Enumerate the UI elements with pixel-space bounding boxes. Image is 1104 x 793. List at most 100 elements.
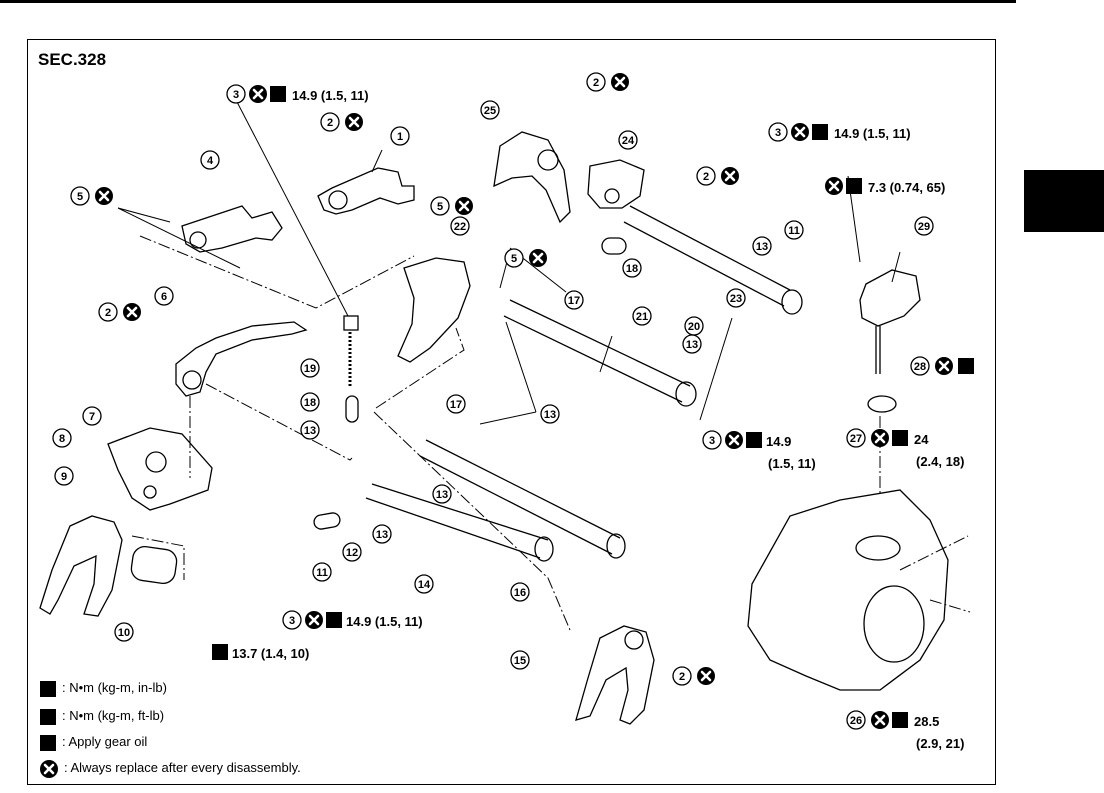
svg-text:15: 15 bbox=[514, 655, 526, 667]
part-14-shape bbox=[365, 483, 549, 559]
callout-21: 21 bbox=[632, 306, 652, 326]
callout-17a: 17 bbox=[564, 290, 584, 310]
section-title: SEC.328 bbox=[38, 50, 107, 69]
svg-text:13: 13 bbox=[436, 489, 448, 501]
replace-icon bbox=[869, 709, 891, 731]
torque-ftlb-icon bbox=[326, 612, 342, 628]
svg-text:14: 14 bbox=[418, 579, 431, 591]
torque-spec: (2.9, 21) bbox=[916, 736, 965, 751]
svg-text:17: 17 bbox=[450, 399, 462, 411]
callout-3a: 3 bbox=[226, 84, 246, 104]
svg-text:24: 24 bbox=[622, 135, 635, 147]
torque-ftlb-icon bbox=[746, 432, 762, 448]
callout-9: 9 bbox=[54, 466, 74, 486]
svg-text:18: 18 bbox=[626, 263, 638, 275]
callout-18b: 18 bbox=[300, 392, 320, 412]
replace-icon bbox=[609, 71, 631, 93]
legend-replace: : Always replace after every disassembly… bbox=[40, 760, 301, 778]
torque-icons bbox=[212, 86, 974, 728]
part-callouts: 1 4 5 5 5 2 2 2 2 2 3 3 3 3 6 7 8 9 10 1… bbox=[52, 72, 934, 730]
callout-20: 20 bbox=[684, 316, 704, 336]
part-15-shape bbox=[575, 625, 655, 725]
svg-text:7: 7 bbox=[89, 411, 95, 423]
replace-icon bbox=[453, 195, 475, 217]
torque-spec: 13.7 (1.4, 10) bbox=[232, 646, 310, 661]
callout-7: 7 bbox=[82, 406, 102, 426]
svg-text:20: 20 bbox=[688, 321, 700, 333]
callout-25: 25 bbox=[480, 100, 500, 120]
replace-icon bbox=[719, 165, 741, 187]
svg-text:13: 13 bbox=[756, 241, 768, 253]
callout-29: 29 bbox=[914, 216, 934, 236]
torque-ftlb-icon bbox=[270, 86, 286, 102]
callout-3c: 3 bbox=[702, 430, 722, 450]
replace-icon bbox=[121, 301, 143, 323]
replace-icon bbox=[343, 111, 365, 133]
torque-spec: (1.5, 11) bbox=[768, 456, 816, 471]
part-7-shape bbox=[107, 427, 213, 511]
part-9-shape bbox=[39, 515, 123, 617]
svg-text:2: 2 bbox=[327, 117, 333, 129]
callout-12: 12 bbox=[342, 542, 362, 562]
torque-spec: 24 bbox=[914, 432, 929, 447]
svg-text:23: 23 bbox=[730, 293, 742, 305]
svg-text:10: 10 bbox=[118, 627, 130, 639]
torque-spec: 14.9 bbox=[766, 434, 792, 449]
callout-2d: 2 bbox=[98, 302, 118, 322]
svg-text:3: 3 bbox=[709, 435, 715, 447]
svg-text:1: 1 bbox=[397, 131, 403, 143]
svg-text:11: 11 bbox=[788, 225, 800, 237]
part-6-shape bbox=[175, 321, 308, 397]
callout-22: 22 bbox=[450, 216, 470, 236]
svg-text:13: 13 bbox=[686, 339, 698, 351]
svg-text:8: 8 bbox=[59, 433, 65, 445]
callout-3b: 3 bbox=[768, 122, 788, 142]
part-21-shape bbox=[503, 299, 691, 403]
svg-text:28: 28 bbox=[914, 361, 926, 373]
torque-spec: 14.9 (1.5, 11) bbox=[292, 88, 369, 103]
callout-13b: 13 bbox=[682, 334, 702, 354]
callout-15: 15 bbox=[510, 650, 530, 670]
replace-icon bbox=[93, 185, 115, 207]
callout-11a: 11 bbox=[784, 220, 804, 240]
transmission-case bbox=[747, 489, 949, 691]
part-29-shape bbox=[859, 269, 921, 327]
replace-icon bbox=[823, 175, 845, 197]
svg-text:2: 2 bbox=[105, 307, 111, 319]
callout-5a: 5 bbox=[70, 186, 90, 206]
svg-text:29: 29 bbox=[918, 221, 930, 233]
svg-text:3: 3 bbox=[233, 89, 239, 101]
callout-13e: 13 bbox=[432, 484, 452, 504]
part-1-shape bbox=[317, 167, 415, 215]
replace-icon bbox=[869, 427, 891, 449]
svg-text:26: 26 bbox=[850, 715, 862, 727]
callout-13d: 13 bbox=[300, 420, 320, 440]
callout-24: 24 bbox=[618, 130, 638, 150]
gear-oil-icon bbox=[40, 734, 56, 751]
callout-13a: 13 bbox=[752, 236, 772, 256]
torque-inlb-icon bbox=[40, 680, 56, 697]
callout-1: 1 bbox=[390, 126, 410, 146]
callout-8: 8 bbox=[52, 428, 72, 448]
svg-text:12: 12 bbox=[346, 547, 358, 559]
callout-17b: 17 bbox=[446, 394, 466, 414]
callout-6: 6 bbox=[154, 286, 174, 306]
svg-text:6: 6 bbox=[161, 291, 167, 303]
torque-ftlb-icon bbox=[892, 712, 908, 728]
callout-23: 23 bbox=[726, 288, 746, 308]
svg-text:4: 4 bbox=[207, 155, 214, 167]
svg-text:21: 21 bbox=[636, 311, 648, 323]
replace-icon bbox=[723, 429, 745, 451]
callout-5b: 5 bbox=[430, 196, 450, 216]
callout-11b: 11 bbox=[312, 562, 332, 582]
svg-text:27: 27 bbox=[850, 433, 862, 445]
svg-text:13: 13 bbox=[304, 425, 316, 437]
torque-spec: 7.3 (0.74, 65) bbox=[868, 180, 946, 195]
svg-text:18: 18 bbox=[304, 397, 316, 409]
torque-ftlb-icon bbox=[212, 644, 228, 660]
section-tab bbox=[1024, 170, 1104, 232]
legend-gear-oil: : Apply gear oil bbox=[40, 734, 147, 751]
callout-18a: 18 bbox=[622, 258, 642, 278]
svg-text:5: 5 bbox=[77, 191, 83, 203]
